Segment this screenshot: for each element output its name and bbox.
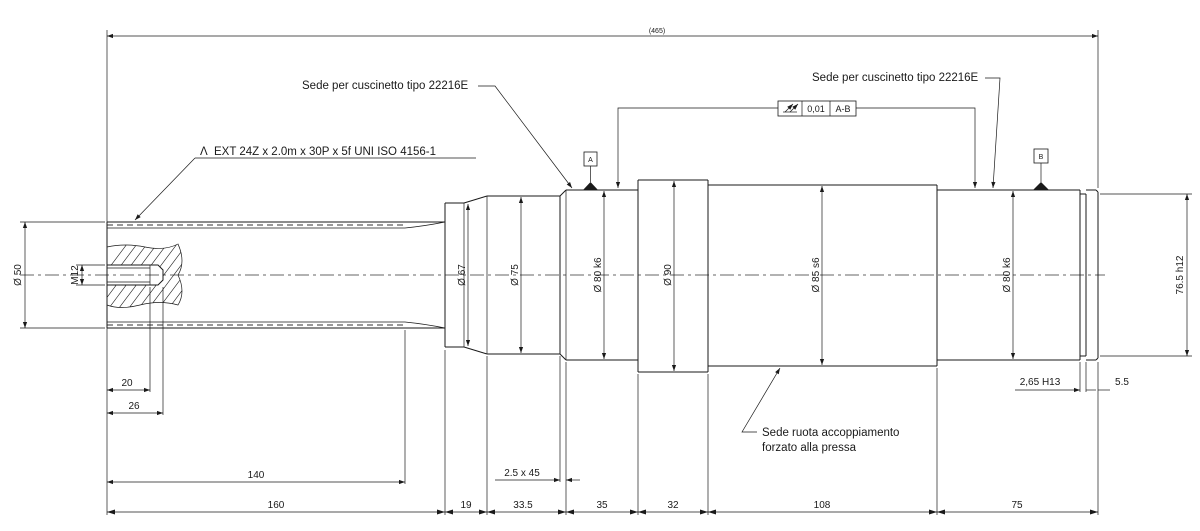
dim-groove-width: 2,65 H13 (1020, 377, 1061, 388)
datum-a-label: A (588, 157, 593, 164)
chain-dim-2: 19 (460, 500, 472, 511)
overall-length-label: (465) (649, 28, 665, 35)
dim-spline-diameter: Ø 50 (13, 264, 24, 286)
chain-dim-6: 108 (814, 500, 831, 511)
dim-chamfer: 2.5 x 45 (504, 468, 540, 479)
partial-section-threaded-hole (106, 243, 183, 308)
datum-b-label: B (1039, 154, 1044, 161)
extension-lines (20, 30, 1192, 515)
dim-d90: Ø 90 (663, 264, 674, 286)
dim-hole-depth: 26 (128, 401, 140, 412)
dim-thread-size: M12 (70, 265, 81, 285)
total-runout-icon (783, 103, 799, 113)
feature-control-frame: 0,01 A-B (615, 100, 978, 188)
dim-groove-diameter: 76.5 h12 (1175, 255, 1186, 294)
fcf-tolerance-value: 0,01 (807, 104, 825, 114)
dim-spline-length: 140 (248, 470, 265, 481)
dim-d75: Ø 75 (510, 264, 521, 286)
leader-notes: Sede per cuscinetto tipo 22216E Sede per… (134, 72, 1001, 454)
dim-d67: Ø 67 (457, 264, 468, 286)
shaft-outline (106, 179, 1099, 373)
length-dimensions: 20 26 140 2.5 x 45 2,65 H13 5.5 (107, 377, 1129, 485)
fcf-datum-reference: A-B (835, 104, 850, 114)
dim-d80-left: Ø 80 k6 (593, 257, 604, 292)
chain-dim-3: 33.5 (513, 500, 533, 511)
datum-a: A (583, 151, 598, 190)
dim-groove-position: 5.5 (1115, 377, 1129, 388)
dim-thread-depth: 20 (121, 378, 133, 389)
chain-dim-7: 75 (1011, 500, 1023, 511)
datum-b: B (1033, 148, 1049, 190)
dim-d85: Ø 85 s6 (811, 257, 822, 292)
note-wheel-seat-line2: forzato alla pressa (762, 442, 857, 454)
chain-dim-1: 160 (268, 500, 285, 511)
diameter-dimensions: Ø 50 M12 Ø 67 Ø 75 Ø 80 k6 Ø 90 Ø 85 s6 … (13, 181, 1190, 371)
note-spline-symbol: Λ (200, 146, 208, 158)
note-wheel-seat-line1: Sede ruota accoppiamento (762, 427, 899, 439)
note-bearing-seat-left: Sede per cuscinetto tipo 22216E (302, 80, 469, 92)
note-bearing-seat-right: Sede per cuscinetto tipo 22216E (812, 72, 979, 84)
chain-dim-5: 32 (667, 500, 679, 511)
note-spline-spec: EXT 24Z x 2.0m x 30P x 5f UNI ISO 4156-1 (214, 146, 436, 158)
chain-dimensions: 160 19 33.5 35 32 108 75 (107, 500, 1098, 515)
dim-d80-right: Ø 80 k6 (1002, 257, 1013, 292)
chain-dim-4: 35 (596, 500, 608, 511)
